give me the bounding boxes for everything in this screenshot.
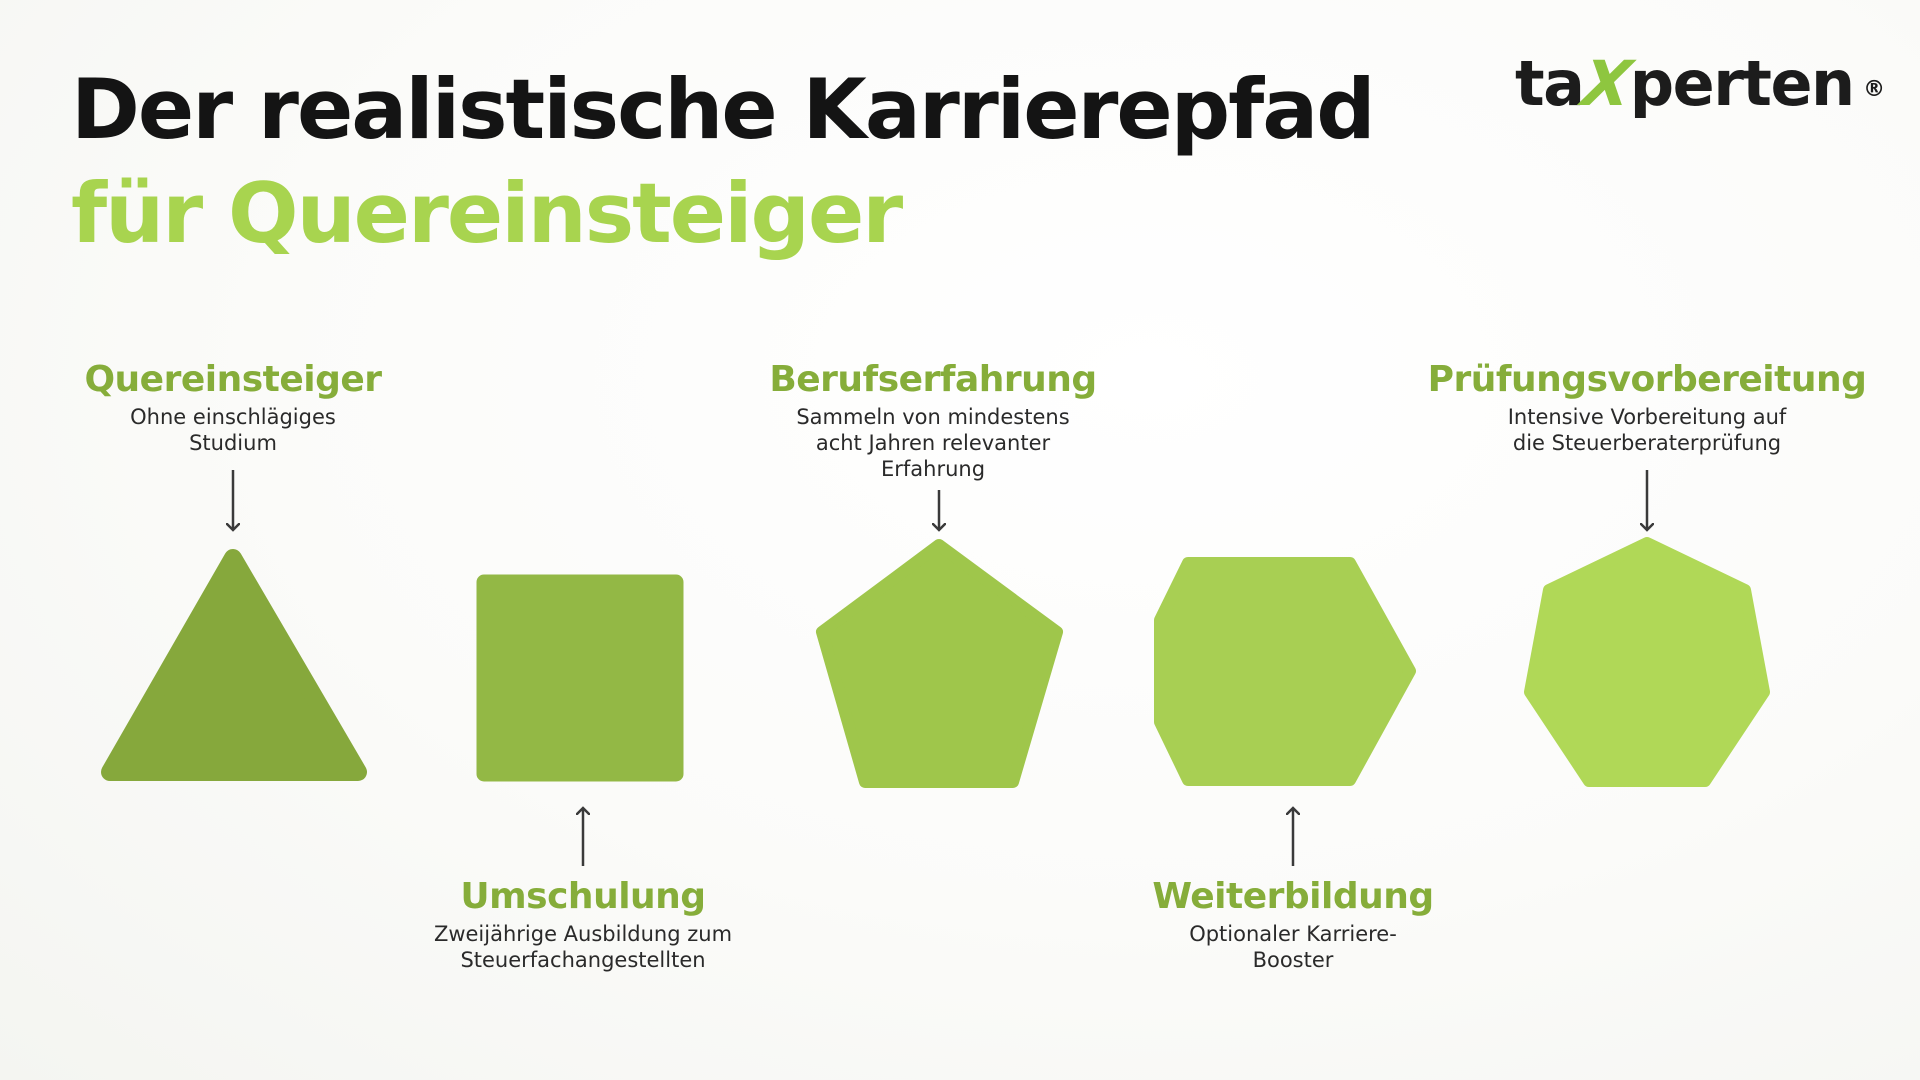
title-line-2: für Quereinsteiger xyxy=(71,165,903,262)
step-2-desc-line-2: Steuerfachangestellten xyxy=(460,948,706,972)
step-2-description: Zweijährige Ausbildung zum Steuerfachang… xyxy=(363,921,803,973)
taxperten-logo: taXperten ® xyxy=(1515,46,1885,122)
step-3-desc-line-1: Sammeln von mindestens xyxy=(796,405,1070,429)
step-1-title: Quereinsteiger xyxy=(84,359,382,400)
step-2-square-shape xyxy=(476,574,684,782)
step-3-label: Berufserfahrung Sammeln von mindestens a… xyxy=(713,358,1153,482)
step-4-desc-line-2: Booster xyxy=(1252,948,1334,972)
step-1-desc-line-1: Ohne einschlägiges xyxy=(130,405,336,429)
step-1-label: Quereinsteiger Ohne einschlägiges Studiu… xyxy=(13,358,453,456)
step-3-title: Berufserfahrung xyxy=(769,359,1097,400)
step-5-desc-line-2: die Steuerberaterprüfung xyxy=(1512,431,1782,455)
registered-mark: ® xyxy=(1863,77,1885,102)
logo-text-start: ta xyxy=(1515,47,1585,120)
step-2-desc-line-1: Zweijährige Ausbildung zum xyxy=(433,922,733,946)
step-4-description: Optionaler Karriere- Booster xyxy=(1073,921,1513,973)
step-5-description: Intensive Vorbereitung auf die Steuerber… xyxy=(1427,404,1867,456)
step-1-triangle-shape xyxy=(101,549,367,781)
step-4-title: Weiterbildung xyxy=(1152,876,1434,917)
step-5-title: Prüfungsvorbereitung xyxy=(1427,359,1867,400)
title-line-1: Der realistische Karrierepfad xyxy=(71,61,1376,158)
step-5-desc-line-1: Intensive Vorbereitung auf xyxy=(1507,405,1787,429)
step-1-desc-line-2: Studium xyxy=(189,431,277,455)
step-1-description: Ohne einschlägiges Studium xyxy=(13,404,453,456)
step-3-desc-line-2: acht Jahren relevanter xyxy=(815,431,1051,455)
step-4-desc-line-1: Optionaler Karriere- xyxy=(1189,922,1397,946)
step-2-label: Umschulung Zweijährige Ausbildung zum St… xyxy=(363,875,803,973)
step-4-hexagon-shape xyxy=(1154,557,1416,786)
step-3-description: Sammeln von mindestens acht Jahren relev… xyxy=(713,404,1153,482)
step-5-label: Prüfungsvorbereitung Intensive Vorbereit… xyxy=(1427,358,1867,456)
step-5-heptagon-shape xyxy=(1524,537,1770,787)
logo-text-end: perten xyxy=(1629,47,1855,120)
step-2-title: Umschulung xyxy=(460,876,706,917)
step-3-pentagon-shape xyxy=(816,539,1063,788)
step-4-label: Weiterbildung Optionaler Karriere- Boost… xyxy=(1073,875,1513,973)
page-title: Der realistische Karrierepfad für Querei… xyxy=(71,58,1376,266)
step-3-desc-line-3: Erfahrung xyxy=(880,457,986,481)
